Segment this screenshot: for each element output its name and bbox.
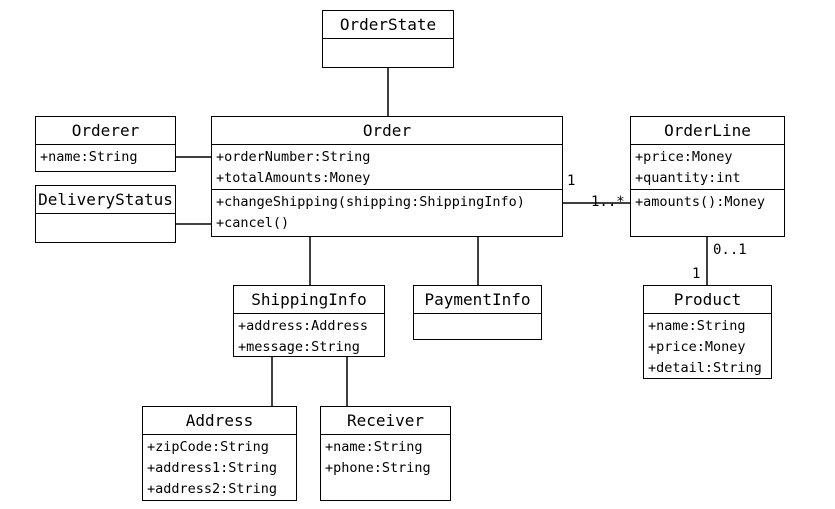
attribute: +name:String: [648, 318, 746, 334]
operation: +cancel(): [216, 215, 290, 231]
class-name: Receiver: [321, 407, 450, 435]
class-address: Address +zipCode:String +address1:String…: [142, 406, 297, 501]
attribute: +address2:String: [147, 481, 278, 497]
attribute: +price:Money: [635, 149, 733, 165]
attribute: +address1:String: [147, 460, 278, 476]
class-shippinginfo: ShippingInfo +address:Address +message:S…: [233, 285, 385, 357]
multiplicity-orderline-side: 1..*: [591, 194, 625, 210]
class-name: OrderLine: [631, 117, 784, 145]
attributes-section: +zipCode:String +address1:String +addres…: [143, 435, 296, 502]
attribute: +message:String: [238, 339, 360, 355]
class-name: ShippingInfo: [234, 286, 384, 314]
class-name: DeliveryStatus: [36, 186, 175, 214]
attributes-section: +orderNumber:String +totalAmounts:Money: [212, 145, 562, 190]
class-name: PaymentInfo: [414, 286, 541, 314]
class-receiver: Receiver +name:String +phone:String: [320, 406, 451, 501]
class-name: Orderer: [36, 117, 175, 145]
attributes-section: +price:Money +quantity:int: [631, 145, 784, 190]
attribute: +name:String: [40, 149, 138, 165]
attribute: +zipCode:String: [147, 439, 269, 455]
attributes-section: +name:String +phone:String: [321, 435, 450, 481]
operations-section: +changeShipping(shipping:ShippingInfo) +…: [212, 190, 562, 236]
operation: +amounts():Money: [635, 194, 766, 210]
class-orderer: Orderer +name:String: [35, 116, 176, 172]
class-orderstate: OrderState: [322, 10, 454, 68]
attribute: +orderNumber:String: [216, 149, 371, 165]
attributes-section: +address:Address +message:String: [234, 314, 384, 360]
class-orderline: OrderLine +price:Money +quantity:int +am…: [630, 116, 785, 237]
attribute: +phone:String: [325, 460, 431, 476]
class-name: Order: [212, 117, 562, 145]
class-name: OrderState: [323, 11, 453, 39]
class-paymentinfo: PaymentInfo: [413, 285, 542, 340]
operation: +changeShipping(shipping:ShippingInfo): [216, 194, 525, 210]
attribute: +name:String: [325, 439, 423, 455]
class-name: Product: [644, 286, 771, 314]
attribute: +price:Money: [648, 339, 746, 355]
multiplicity-product-side: 1: [692, 266, 701, 282]
multiplicity-orderline-product: 0..1: [713, 242, 747, 258]
attributes-section: +name:String +price:Money +detail:String: [644, 314, 771, 381]
class-deliverystatus: DeliveryStatus: [35, 185, 176, 243]
attribute: +address:Address: [238, 318, 369, 334]
multiplicity-order-side: 1: [567, 173, 576, 189]
attribute: +detail:String: [648, 360, 762, 376]
class-order: Order +orderNumber:String +totalAmounts:…: [211, 116, 563, 237]
class-product: Product +name:String +price:Money +detai…: [643, 285, 772, 379]
attributes-section: +name:String: [36, 145, 175, 170]
class-name: Address: [143, 407, 296, 435]
attribute: +quantity:int: [635, 170, 741, 186]
attribute: +totalAmounts:Money: [216, 170, 371, 186]
operations-section: +amounts():Money: [631, 190, 784, 215]
